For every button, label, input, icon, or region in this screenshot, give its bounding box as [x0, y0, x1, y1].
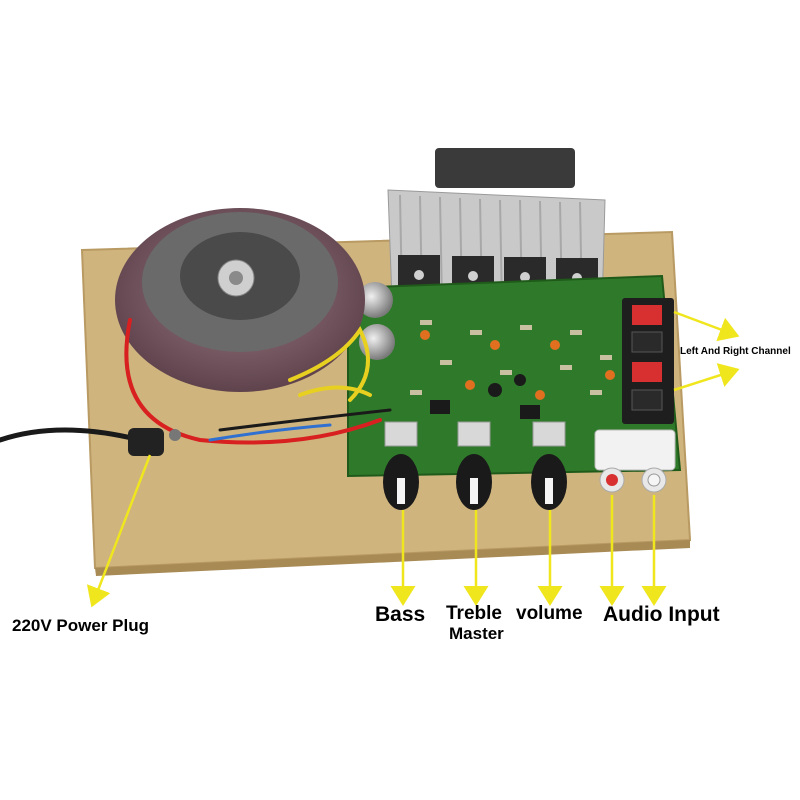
- audio-input-label: Audio Input: [603, 603, 720, 626]
- potentiometer-knobs: [383, 421, 567, 510]
- treble-label: Treble: [446, 603, 502, 624]
- wiring: [0, 318, 392, 445]
- master-label: Master: [449, 624, 504, 643]
- rca-input-jacks: [594, 429, 676, 493]
- power-plug-label: 220V Power Plug: [12, 616, 149, 635]
- toroidal-transformer: [115, 208, 365, 392]
- speaker-terminal-block: [622, 298, 674, 424]
- callout-arrows: [86, 310, 740, 608]
- power-cord-clamp: [128, 428, 181, 456]
- bass-label: Bass: [375, 603, 426, 626]
- volume-label: volume: [516, 603, 583, 624]
- left-right-channel-label: Left And Right Channel: [680, 346, 791, 357]
